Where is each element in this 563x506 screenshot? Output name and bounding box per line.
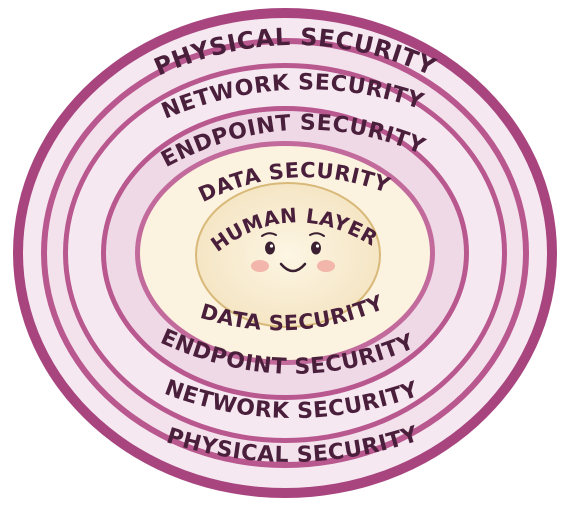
right-eye <box>311 241 321 255</box>
left-eyebrow <box>261 232 277 237</box>
smile <box>279 262 307 273</box>
right-cheek <box>317 260 335 272</box>
left-cheek <box>251 260 269 272</box>
smiling-face-icon <box>251 232 335 273</box>
left-eye <box>265 241 275 255</box>
right-eyebrow <box>309 232 325 237</box>
core-human-layer <box>195 182 381 328</box>
